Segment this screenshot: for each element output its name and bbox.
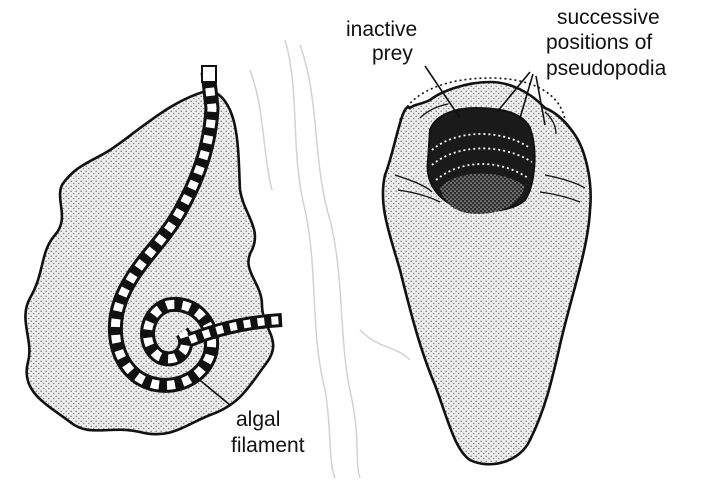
inactive-prey-label-line2: prey: [372, 42, 413, 65]
pseudopodia-label-line2: positions of: [546, 31, 652, 54]
algal-filament-label-line1: algal: [236, 408, 280, 431]
pseudopodia-label-line1: successive: [557, 6, 660, 29]
inactive-prey-label-line1: inactive: [346, 18, 417, 41]
pseudopodia-label-line3: pseudopodia: [546, 57, 667, 80]
algal-filament-top-end: [202, 66, 216, 82]
left-amoeba: [25, 66, 282, 434]
right-amoeba: [383, 66, 591, 464]
algal-filament-label-line2: filament: [231, 434, 305, 457]
